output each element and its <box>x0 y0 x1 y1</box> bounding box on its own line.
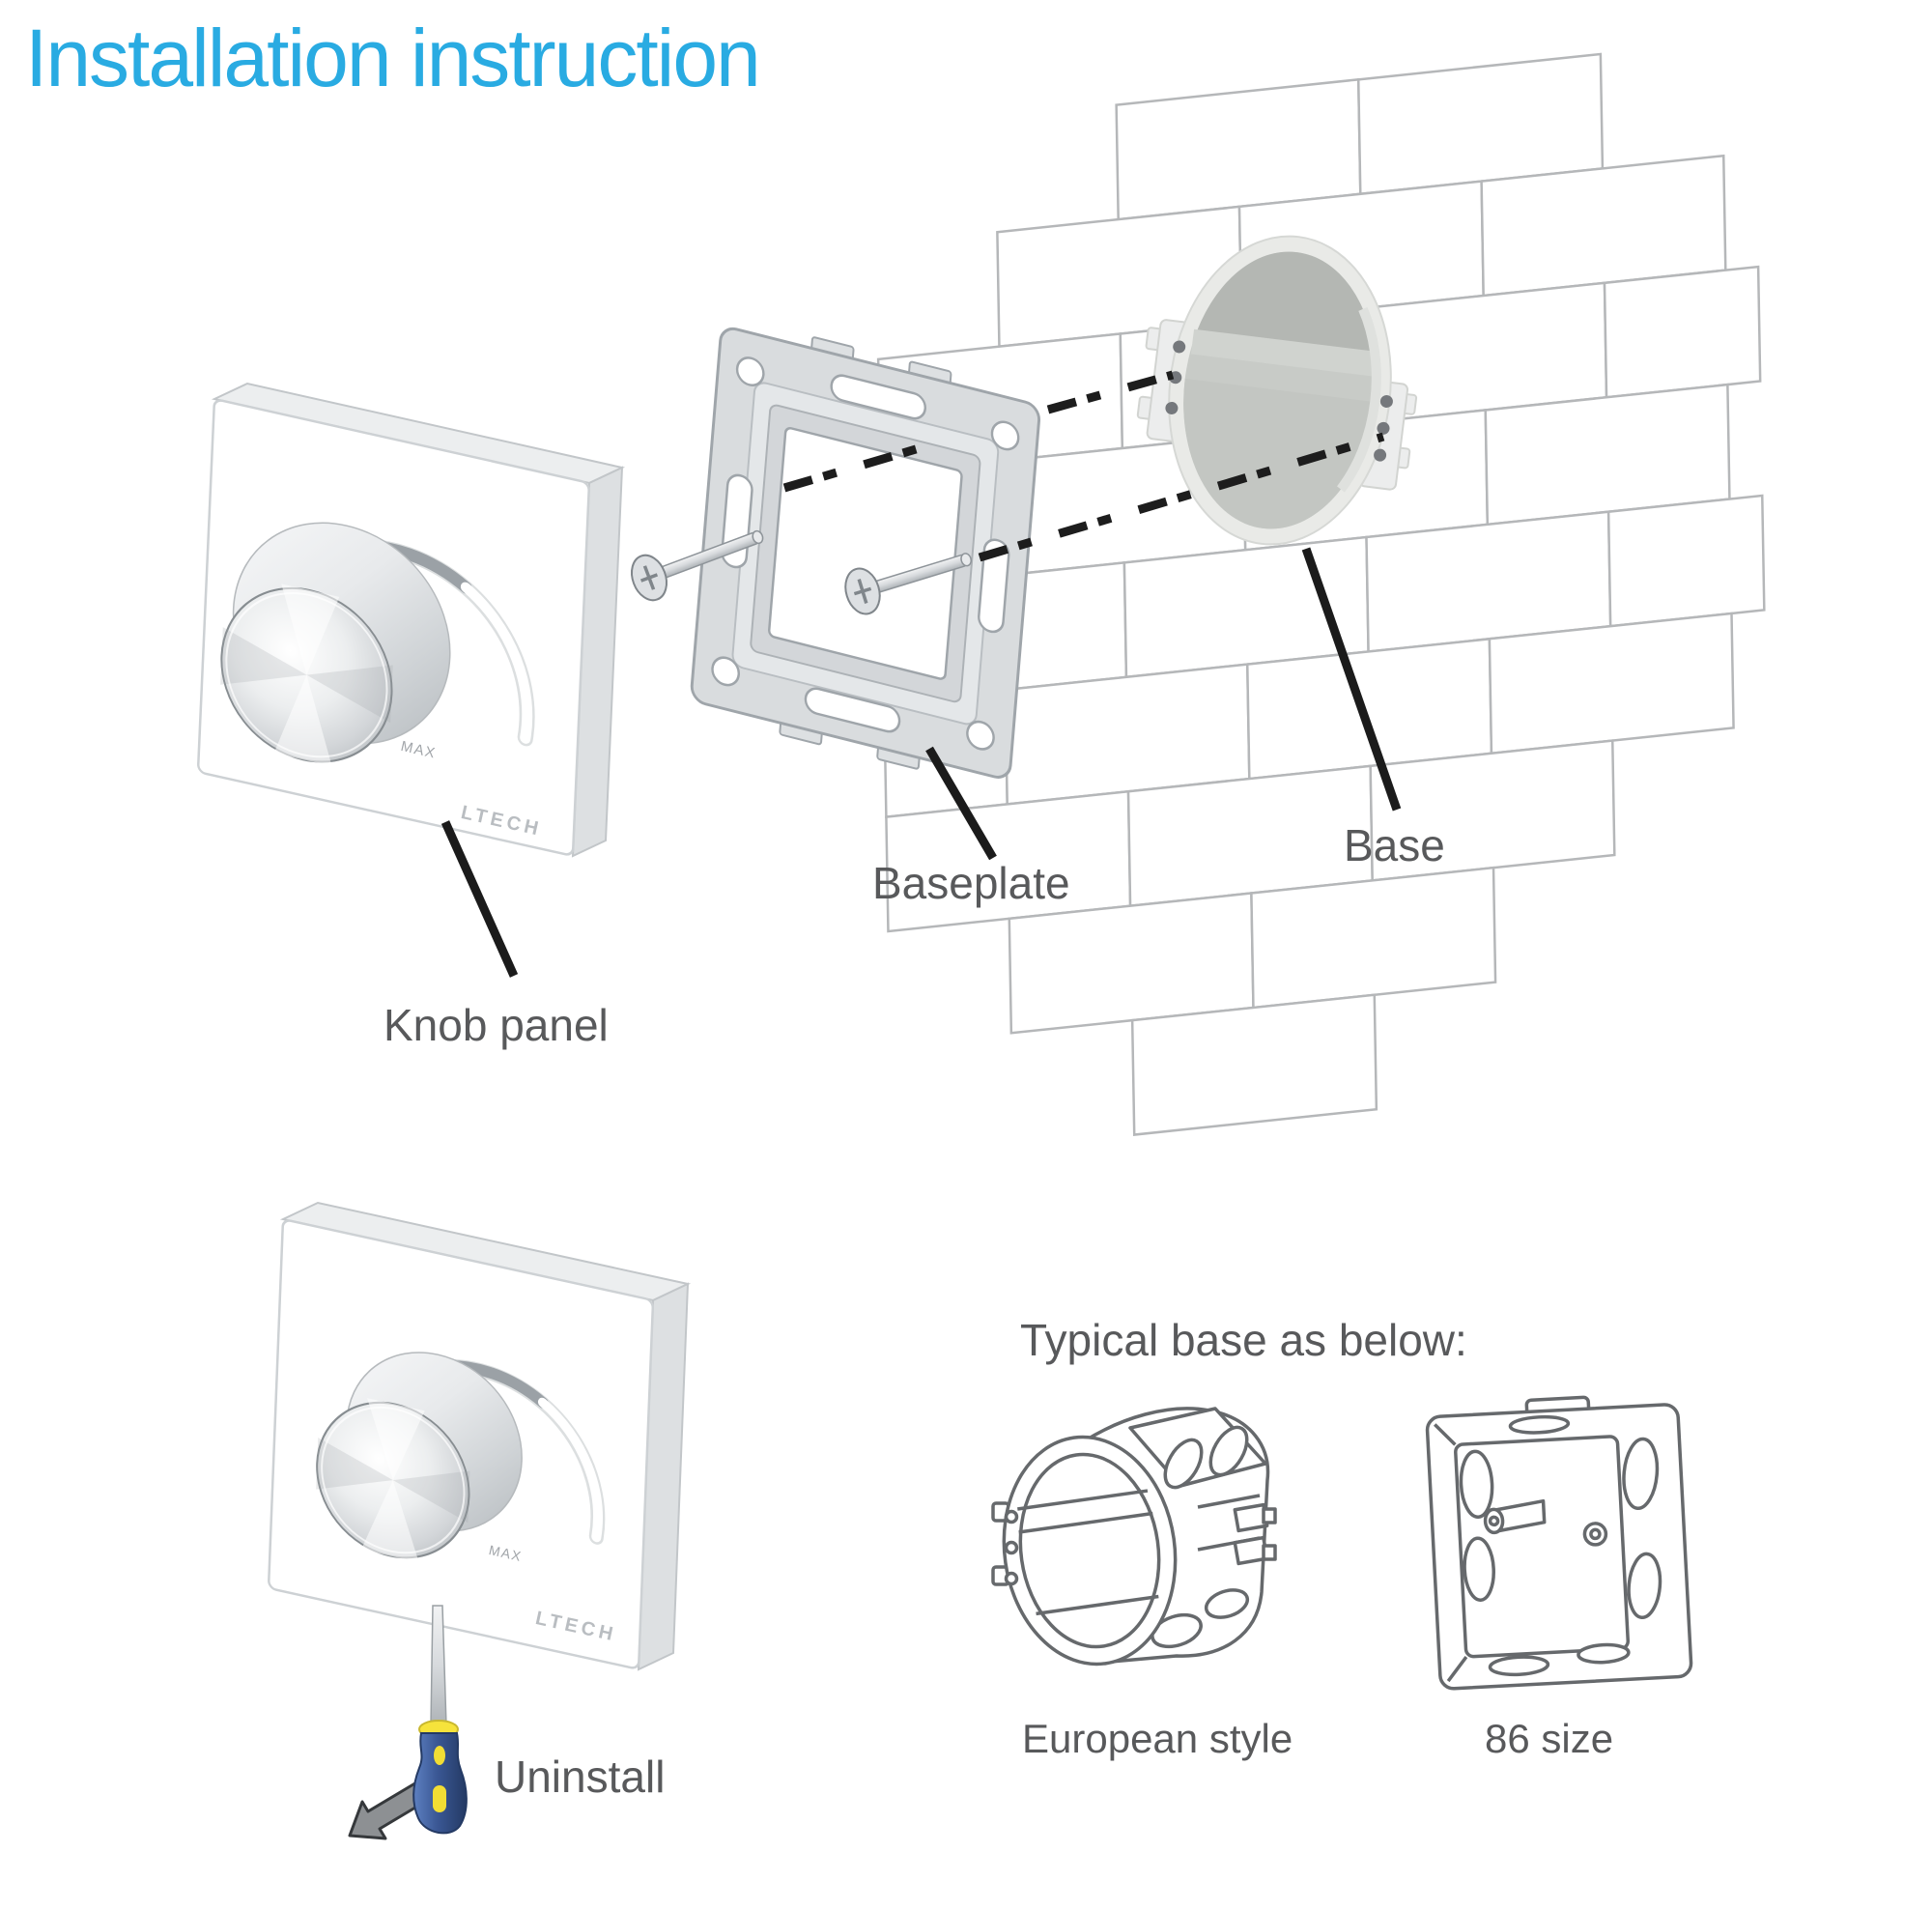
base-leader-line <box>1301 547 1402 812</box>
screw-icon <box>630 529 764 602</box>
knob-panel-leader-line <box>440 820 519 978</box>
baseplate-leader-line <box>925 746 997 861</box>
european-style-box-illustration <box>991 1407 1277 1667</box>
knob-icon <box>220 522 451 766</box>
screwdriver-icon <box>412 1605 468 1835</box>
typical-base-heading: Typical base as below: <box>1020 1315 1467 1365</box>
uninstall-panel-illustration <box>268 1201 692 1671</box>
european-style-label: European style <box>1022 1716 1293 1761</box>
base-illustration <box>1136 235 1418 546</box>
alignment-dashed-line <box>978 432 1385 562</box>
alignment-dashed-line <box>782 370 1175 493</box>
uninstall-label: Uninstall <box>495 1752 666 1802</box>
page-title: Installation instruction <box>25 13 761 103</box>
screw-icon <box>844 553 973 615</box>
size-86-label: 86 size <box>1485 1716 1614 1761</box>
baseplate-label: Baseplate <box>872 858 1070 908</box>
base-label: Base <box>1344 820 1445 870</box>
knob-panel-label: Knob panel <box>384 1000 609 1050</box>
size-86-box-illustration <box>1425 1395 1693 1691</box>
knob-icon <box>316 1352 523 1562</box>
baseplate-illustration <box>690 327 1041 779</box>
knob-panel-illustration <box>197 382 626 858</box>
